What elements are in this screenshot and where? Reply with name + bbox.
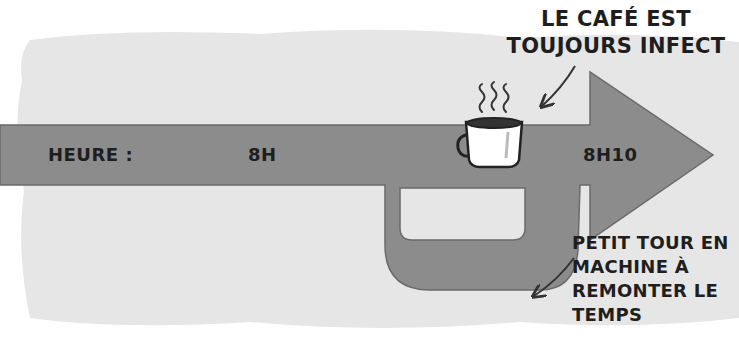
time-mark: 8H10: [583, 143, 638, 167]
callout-note: PETIT TOUR EN MACHINE À REMONTER LE TEMP…: [572, 231, 730, 327]
callout-note: LE CAFÉ EST TOUJOURS INFECT: [494, 6, 738, 60]
leader-arrow: [542, 66, 575, 106]
time-mark: 8H: [248, 143, 277, 167]
steam: [480, 82, 509, 112]
time-mark: HEURE :: [48, 143, 133, 167]
